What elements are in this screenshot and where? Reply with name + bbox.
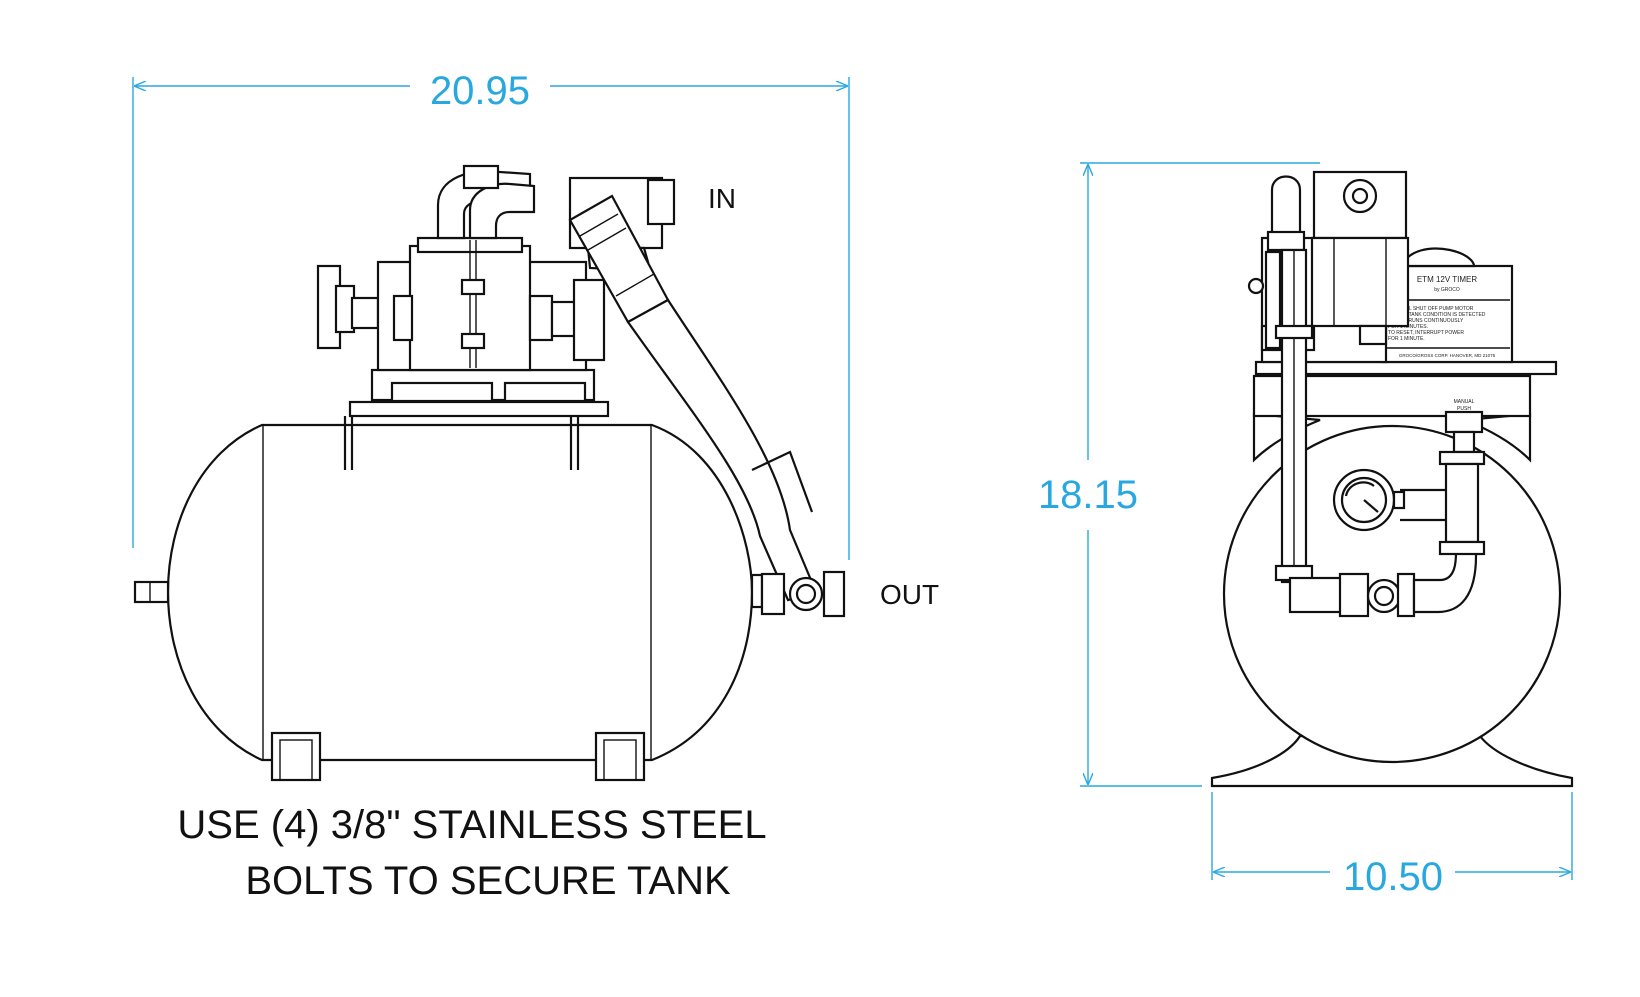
mounting-note-line-1: USE (4) 3/8" STAINLESS STEEL — [177, 803, 766, 847]
timer-body-1: ETM WILL SHUT OFF PUMP MOTOR — [1388, 306, 1474, 312]
side-view: 20.95 — [132, 69, 939, 903]
outlet-label: OUT — [880, 579, 939, 610]
tank-side — [133, 423, 764, 782]
timer-brand: by GROCO — [1434, 287, 1460, 293]
mounting-bracket — [343, 368, 610, 470]
drain-fitting — [133, 580, 170, 604]
tank-body — [166, 423, 754, 762]
length-value: 20.95 — [430, 69, 530, 113]
switch-label-1: MANUAL — [1454, 399, 1475, 405]
end-view: 18.15 10.50 ETM 12V TIMER by GROCO ETM W… — [1038, 162, 1574, 899]
discharge-hose: OUT — [568, 194, 939, 618]
height-dimension: 18.15 — [1038, 162, 1320, 787]
timer-footer: GROCO/GROSS CORP. HANOVER, MD 21076 — [1399, 353, 1496, 358]
pump-side: IN — [316, 164, 736, 372]
timer-body-5: TO RESET, INTERRUPT POWER — [1388, 330, 1464, 336]
outlet-end — [1288, 498, 1478, 618]
pressure-switch-assembly: MANUAL PUSH — [1400, 399, 1486, 556]
tank-feet — [270, 731, 646, 782]
width-value: 10.50 — [1343, 855, 1443, 899]
pump-end — [1247, 170, 1410, 584]
inlet-port — [646, 178, 676, 226]
timer-body-3: OR IF IT RUNS CONTINUOUSLY — [1388, 318, 1464, 324]
height-value: 18.15 — [1038, 473, 1138, 517]
timer-body-2: ON DRY TANK CONDITION IS DETECTED — [1388, 312, 1486, 318]
inlet-label: IN — [708, 183, 736, 214]
mounting-note-line-2: BOLTS TO SECURE TANK — [245, 859, 731, 903]
timer-title: ETM 12V TIMER — [1417, 275, 1478, 284]
switch-label-2: PUSH — [1457, 406, 1471, 412]
width-dimension: 10.50 — [1211, 792, 1573, 899]
length-dimension: 20.95 — [132, 69, 850, 560]
timer-body-6: FOR 1 MINUTE. — [1388, 336, 1425, 342]
pressure-gauge — [1332, 468, 1406, 532]
